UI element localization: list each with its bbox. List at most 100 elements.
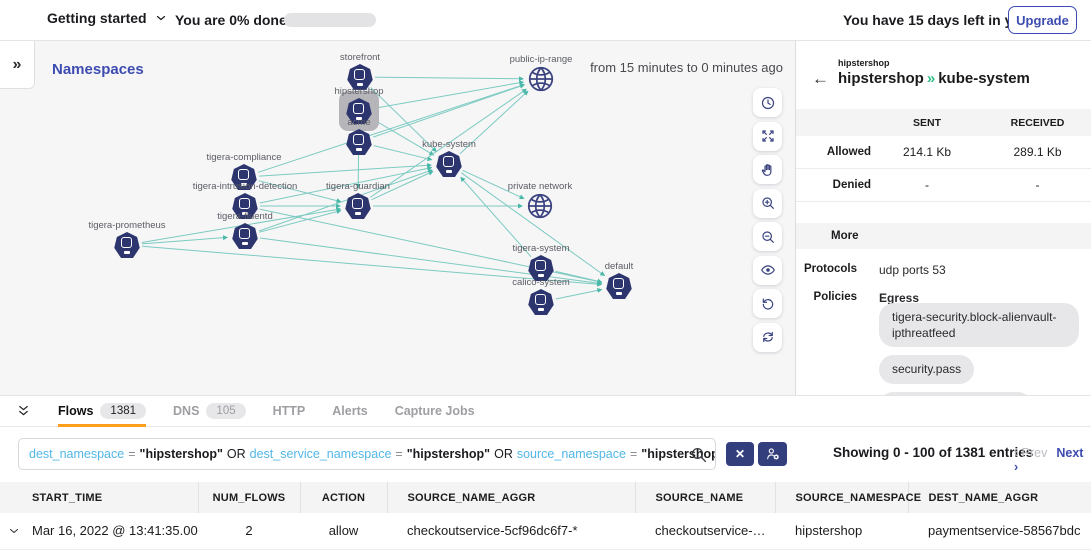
namespace-icon bbox=[345, 193, 371, 219]
column-header-source_namespace[interactable]: SOURCE_NAMESPACE bbox=[775, 482, 921, 513]
namespace-icon bbox=[232, 193, 258, 219]
zoom-in-button[interactable] bbox=[753, 188, 782, 218]
query-token-value: "hipstershop bbox=[641, 447, 716, 461]
prev-page-button[interactable]: ‹ Prev bbox=[1014, 446, 1048, 460]
tab-dns[interactable]: DNS 105 bbox=[173, 396, 246, 427]
flow-direction-icon: » bbox=[926, 70, 936, 87]
refresh-icon bbox=[762, 331, 773, 343]
graph-node-kube-system[interactable]: kube-system bbox=[422, 139, 476, 177]
policy-badge[interactable]: security.pass bbox=[879, 355, 975, 384]
fit-view-icon bbox=[761, 130, 774, 142]
received-column-header: RECEIVED bbox=[1010, 116, 1065, 129]
protocols-value: udp ports 53 bbox=[879, 263, 946, 277]
namespace-icon bbox=[528, 289, 554, 315]
graph-node-label: tigera-compliance bbox=[206, 152, 282, 163]
expand-sidebar-button[interactable]: » bbox=[0, 41, 35, 89]
next-page-button[interactable]: Next › bbox=[1014, 446, 1084, 474]
refresh-button[interactable] bbox=[753, 322, 782, 352]
graph-node-tigera-guardian[interactable]: tigera-guardian bbox=[326, 181, 390, 219]
graph-node-tigera-prometheus[interactable]: tigera-prometheus bbox=[88, 220, 166, 258]
tab-flows[interactable]: Flows 1381 bbox=[58, 396, 147, 427]
column-header-source_name_aggr[interactable]: SOURCE_NAME_AGGR bbox=[387, 482, 636, 513]
policy-badge-list: tigera-security.block-alienvault-ipthrea… bbox=[879, 303, 1079, 395]
visibility-button[interactable] bbox=[753, 255, 782, 285]
getting-started-dropdown[interactable]: Getting started bbox=[47, 10, 167, 26]
flows-section: Flows 1381 DNS 105 HTTP Alerts Capture J… bbox=[0, 395, 1091, 551]
tab-label: Alerts bbox=[332, 404, 368, 418]
back-arrow-icon[interactable]: ← bbox=[812, 69, 829, 88]
graph-edges bbox=[141, 76, 606, 300]
graph-node-tigera-fluentd[interactable]: tigera-fluentd bbox=[217, 211, 273, 249]
column-header-action[interactable]: ACTION bbox=[300, 482, 388, 513]
upgrade-button[interactable]: Upgrade bbox=[1008, 6, 1077, 34]
column-header-source_name[interactable]: SOURCE_NAME bbox=[635, 482, 776, 513]
policy-badge[interactable]: tigera-security.block-alienvault-ipthrea… bbox=[879, 303, 1079, 348]
cell-dest_name_aggr: paymentservice-58567bdc bbox=[908, 513, 1091, 550]
column-header-start_time[interactable]: START_TIME bbox=[0, 482, 199, 513]
namespace-graph-panel: storefront hipstershop acme public-ip-ra… bbox=[0, 40, 795, 395]
graph-node-label: public-ip-range bbox=[509, 54, 573, 65]
user-query-settings-button[interactable] bbox=[758, 442, 787, 466]
query-token-value: "hipstershop" bbox=[406, 447, 491, 461]
collapse-panel-icon[interactable] bbox=[16, 404, 31, 419]
graph-node-storefront[interactable]: storefront bbox=[340, 52, 380, 90]
denied-label: Denied bbox=[832, 179, 871, 191]
clear-query-button[interactable]: ✕ bbox=[726, 442, 754, 466]
graph-node-layer: storefront hipstershop acme public-ip-ra… bbox=[0, 41, 795, 395]
query-token-keyword: OR bbox=[226, 447, 246, 461]
graph-node-label: acme bbox=[347, 117, 371, 128]
graph-title: Namespaces bbox=[52, 61, 144, 78]
graph-toolbar bbox=[753, 88, 782, 352]
query-token-op: = bbox=[629, 447, 638, 461]
cell-num_flows: 2 bbox=[198, 513, 300, 550]
network-globe-icon bbox=[527, 193, 553, 219]
graph-node-tigera-intrusion-detection[interactable]: tigera-intrusion-detection bbox=[193, 181, 297, 219]
undo-button[interactable] bbox=[753, 289, 782, 318]
user-gear-icon bbox=[766, 448, 779, 460]
namespace-icon bbox=[347, 64, 373, 90]
graph-node-public-ip-range[interactable]: public-ip-range bbox=[510, 54, 572, 92]
query-token-keyword: OR bbox=[494, 447, 513, 461]
graph-node-tigera-compliance[interactable]: tigera-compliance bbox=[207, 152, 281, 190]
visibility-icon bbox=[760, 265, 775, 275]
graph-node-label: tigera-fluentd bbox=[217, 211, 273, 222]
expand-row-icon[interactable] bbox=[8, 525, 20, 537]
pan-icon bbox=[761, 163, 771, 176]
query-token-field: source_namespace bbox=[516, 447, 626, 461]
policies-direction-label: Egress bbox=[879, 291, 920, 305]
graph-node-default[interactable]: default bbox=[605, 261, 633, 299]
query-token-field: dest_service_namespace bbox=[249, 447, 392, 461]
column-header-num_flows[interactable]: NUM_FLOWS bbox=[198, 482, 301, 513]
tab-capture-jobs[interactable]: Capture Jobs bbox=[395, 396, 475, 427]
graph-node-hipstershop[interactable]: hipstershop bbox=[334, 86, 384, 131]
graph-node-acme[interactable]: acme bbox=[346, 117, 372, 155]
tab-http[interactable]: HTTP bbox=[273, 396, 306, 427]
graph-node-tigera-system[interactable]: tigera-system bbox=[512, 243, 570, 281]
cell-source_name_aggr: checkoutservice-5cf96dc6f7-* bbox=[387, 513, 635, 550]
namespace-icon bbox=[232, 223, 258, 249]
graph-node-label: private network bbox=[507, 181, 573, 192]
tab-bar: Flows 1381 DNS 105 HTTP Alerts Capture J… bbox=[0, 396, 1091, 427]
tab-count-badge: 105 bbox=[206, 403, 246, 419]
cell-action: allow bbox=[300, 513, 387, 550]
fit-view-button[interactable] bbox=[753, 121, 782, 151]
policy-badge[interactable]: platform.allow-kube-dns bbox=[879, 391, 1033, 395]
column-header-dest_name_aggr[interactable]: DEST_NAME_AGGR bbox=[908, 482, 1091, 513]
cell-source_name: checkoutservice-… bbox=[635, 513, 775, 550]
graph-node-calico-system[interactable]: calico-system bbox=[512, 277, 570, 315]
pan-button[interactable] bbox=[753, 155, 782, 184]
tab-alerts[interactable]: Alerts bbox=[332, 396, 367, 427]
flow-detail-panel: hipstershop ← hipstershop»kube-system SE… bbox=[795, 40, 1091, 395]
zoom-out-button[interactable] bbox=[753, 222, 782, 251]
graph-node-label: kube-system bbox=[422, 139, 476, 150]
time-range-button[interactable] bbox=[753, 88, 782, 117]
getting-started-label: Getting started bbox=[47, 10, 147, 26]
namespace-icon bbox=[528, 255, 554, 281]
protocols-label: Protocols bbox=[803, 263, 857, 275]
graph-node-private-network[interactable]: private network bbox=[508, 181, 572, 219]
graph-node-label: tigera-system bbox=[512, 243, 570, 254]
